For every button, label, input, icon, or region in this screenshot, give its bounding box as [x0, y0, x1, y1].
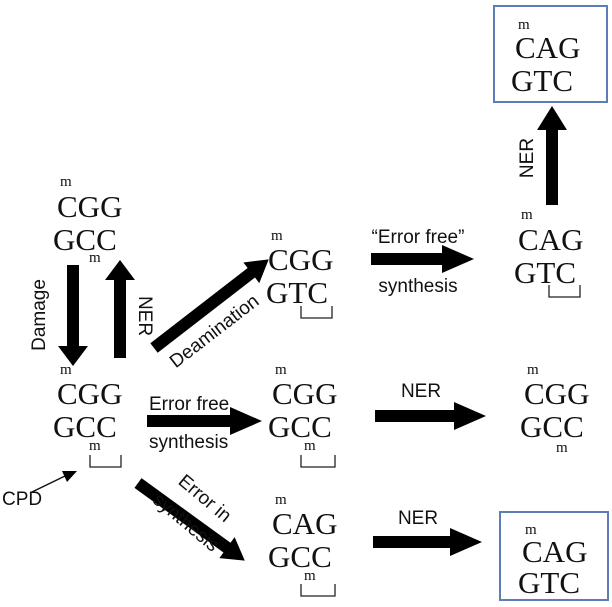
cpd-pointer-line — [31, 475, 66, 493]
methyl-marker: m — [304, 568, 316, 584]
methyl-marker: m — [89, 438, 101, 454]
bottom-strand: GTC — [518, 565, 580, 600]
error-free-label-line2: synthesis — [149, 432, 228, 453]
error-free-label-line1: Error free — [149, 394, 229, 415]
methyl-marker: m — [89, 250, 101, 266]
methyl-marker: m — [275, 362, 287, 378]
methyl-marker: m — [271, 228, 283, 244]
cpd-bracket — [89, 455, 122, 468]
methyl-marker: m — [60, 362, 72, 378]
node-top-left: m CGG GCC m — [53, 174, 122, 266]
highlight-box — [493, 5, 608, 103]
ner-mid-label: NER — [401, 381, 441, 402]
node-error-in-mid: m CAG GCC m — [268, 492, 337, 597]
top-strand: CAG — [515, 30, 580, 65]
node-final-bottom: m CAG GTC — [499, 511, 609, 601]
methyl-marker: m — [527, 362, 539, 378]
deamination-arrow — [150, 259, 269, 353]
bottom-strand: GCC — [53, 222, 117, 257]
methyl-marker: m — [60, 174, 72, 190]
ner-arrow-up — [105, 260, 135, 358]
bottom-strand: GTC — [514, 255, 576, 290]
damage-arrow-down — [58, 265, 88, 366]
cpd-label: CPD — [2, 489, 42, 510]
top-strand: CGG — [268, 242, 333, 277]
lesion-bracket — [548, 285, 581, 298]
node-cpd-site: m CGG GCC m — [53, 362, 122, 468]
top-strand: CGG — [57, 189, 122, 224]
node-deam-repaired: m CAG GTC — [514, 207, 583, 298]
top-strand: CAG — [518, 222, 583, 257]
bottom-strand: GCC — [520, 409, 584, 444]
cpd-pointer-head — [62, 471, 77, 482]
ner-vertical-arrow — [537, 106, 567, 205]
bottom-strand: GTC — [511, 63, 573, 98]
ner-vertical-label: NER — [517, 138, 538, 178]
methyl-marker: m — [556, 440, 568, 456]
top-strand: CAG — [272, 506, 337, 541]
bottom-strand: GCC — [268, 539, 332, 574]
node-error-free-mid: m CGG GCC m — [268, 362, 337, 468]
error-in-arrow — [134, 478, 245, 561]
damage-label: Damage — [29, 279, 50, 351]
highlight-box — [499, 511, 609, 601]
top-strand: CAG — [522, 534, 587, 569]
methyl-marker: m — [518, 17, 530, 33]
bottom-strand: GCC — [53, 409, 117, 444]
lesion-bracket — [300, 455, 336, 468]
node-final-top: m CAG GTC — [493, 5, 608, 103]
lesion-bracket — [300, 584, 336, 597]
error-free-quoted-label-line2: synthesis — [378, 276, 457, 297]
top-strand: CGG — [57, 376, 122, 411]
methyl-marker: m — [525, 522, 537, 538]
top-strand: CGG — [272, 376, 337, 411]
ner-bottom-arrow — [373, 528, 482, 556]
lesion-bracket — [300, 306, 333, 319]
methyl-marker: m — [521, 207, 533, 223]
node-final-mid: m CGG GCC m — [520, 362, 589, 456]
methyl-marker: m — [304, 438, 316, 454]
node-deaminated: m CGG GTC — [266, 228, 333, 319]
ner-bottom-label: NER — [398, 508, 438, 529]
bottom-strand: GCC — [268, 409, 332, 444]
error-free-quoted-label-line1: “Error free” — [372, 227, 465, 248]
top-strand: CGG — [524, 376, 589, 411]
ner-up-left-label: NER — [134, 296, 155, 336]
methyl-marker: m — [275, 492, 287, 508]
error-free-arrow — [147, 407, 262, 435]
bottom-strand: GTC — [266, 275, 328, 310]
error-free-quoted-arrow — [371, 245, 474, 273]
ner-mid-arrow — [375, 402, 486, 430]
